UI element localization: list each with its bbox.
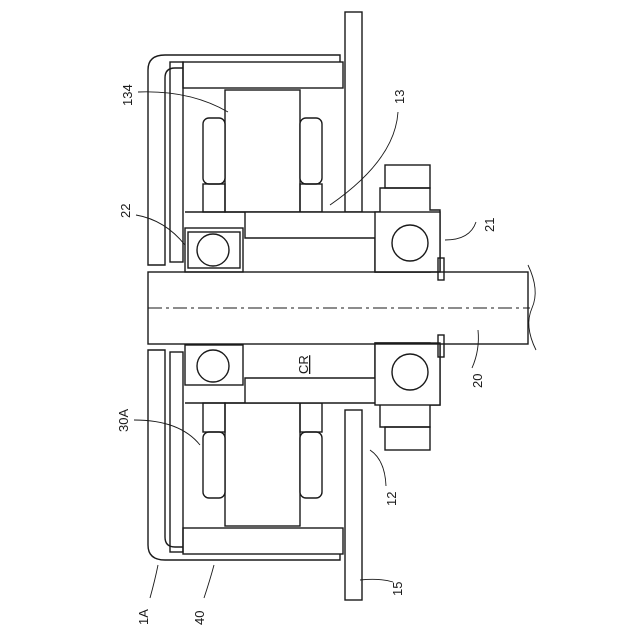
label-40: 40 xyxy=(192,611,207,625)
label-13: 13 xyxy=(392,90,407,104)
label-1a: 1A xyxy=(136,609,151,625)
label-21: 21 xyxy=(482,218,497,232)
bearing-22 xyxy=(185,228,243,385)
bearing-21 xyxy=(375,212,444,405)
shaft xyxy=(148,265,536,350)
mounting-plate xyxy=(345,12,362,600)
label-22: 22 xyxy=(118,204,133,218)
bearing-housing xyxy=(185,165,440,450)
label-12: 12 xyxy=(384,492,399,506)
label-cr: CR xyxy=(296,355,311,374)
label-30a: 30A xyxy=(116,409,131,432)
label-20: 20 xyxy=(470,374,485,388)
label-134: 134 xyxy=(120,84,135,106)
label-15: 15 xyxy=(390,582,405,596)
